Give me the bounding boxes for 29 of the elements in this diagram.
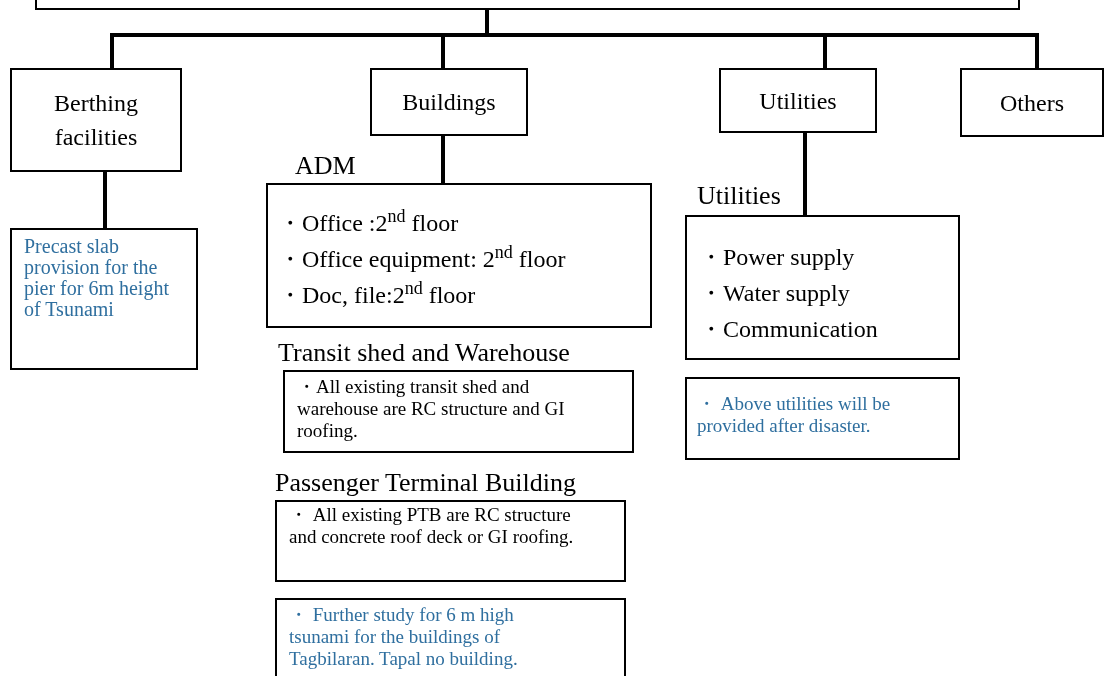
bullet-text: ・Water supply <box>699 279 851 308</box>
connector-line <box>103 172 107 228</box>
connector-line <box>803 133 807 215</box>
text-box <box>960 68 1104 137</box>
text-box <box>275 598 626 676</box>
box-text: Buildings <box>402 88 496 117</box>
box-text: Precast slab provision for the pier for 6m height of Tsunami <box>24 235 169 320</box>
box-text: Others <box>1000 88 1064 118</box>
bullet-text: ・Office equipment: 2$^{nd}$ floor <box>278 241 567 274</box>
box-text: Utilities <box>759 86 837 116</box>
text-box <box>685 377 960 460</box>
box-text: ・ Further study for 6 m high tsunami for the buildings of Tagbilaran. Tapal no building. <box>289 604 518 669</box>
box-heading: Utilities <box>697 181 781 211</box>
bullet-text: ・Office :2$^{nd}$ floor <box>278 205 460 238</box>
box-text: ・ Above utilities will be provided after disaster. <box>697 393 891 436</box>
bullet-text: ・Power supply <box>699 243 856 272</box>
box-heading: Passenger Terminal Building <box>275 468 576 498</box>
text-box <box>10 228 198 370</box>
text-box <box>719 68 877 133</box>
connector-line <box>441 136 445 183</box>
bullet-text: ・Doc, file:2$^{nd}$ floor <box>278 277 477 310</box>
box-text: Berthing facilities <box>53 89 139 152</box>
bullet-text: ・All existing transit shed and warehouse are RC structure and GI roofing. <box>297 376 566 442</box>
box-heading: ADM <box>295 151 356 181</box>
box-heading: Transit shed and Warehouse <box>278 338 570 368</box>
bullet-text: ・Communication <box>699 315 879 344</box>
text-box <box>370 68 528 136</box>
bullet-text: ・ All existing PTB are RC structure and concrete roof deck or GI roofing. <box>289 504 575 548</box>
text-box <box>10 68 182 172</box>
